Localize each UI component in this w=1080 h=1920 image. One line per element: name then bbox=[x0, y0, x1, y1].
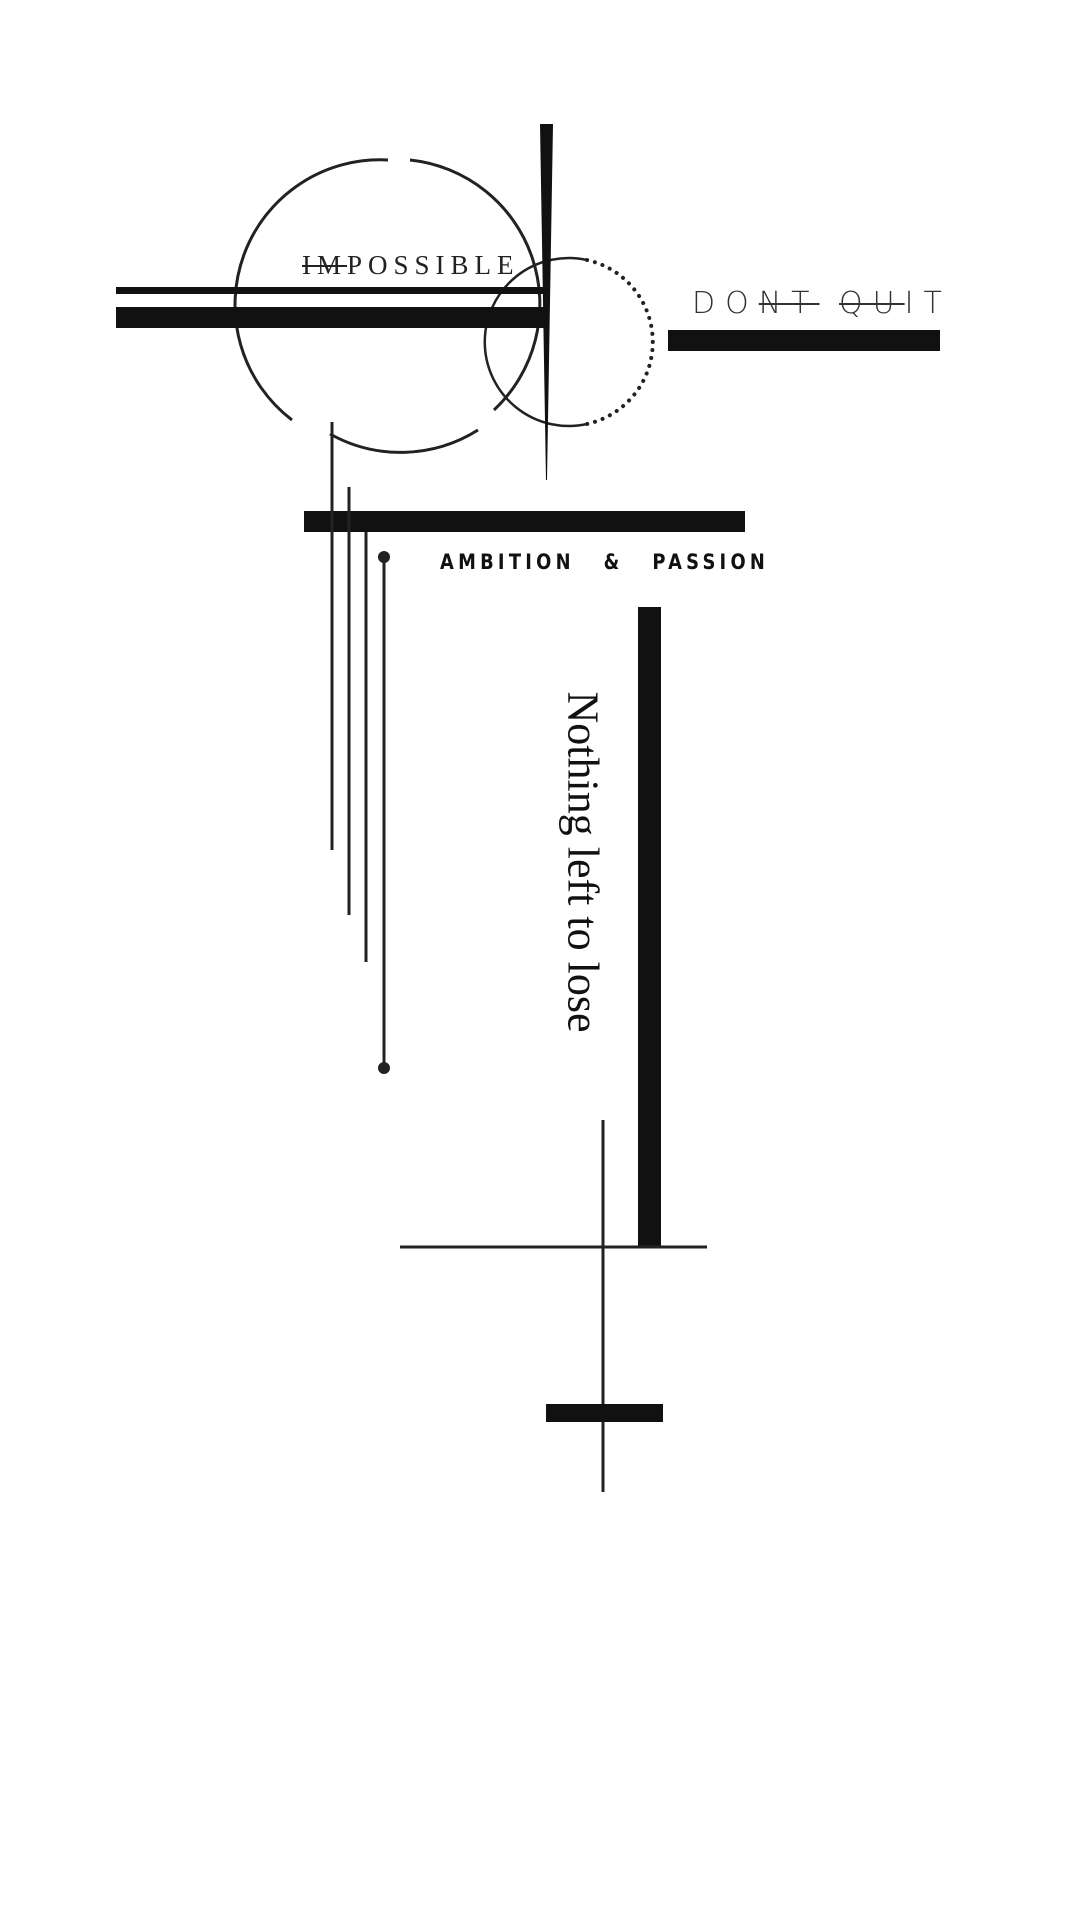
right-thick-bar bbox=[668, 330, 940, 351]
large-circle-arc-top-left bbox=[233, 158, 389, 422]
impossible-struck-prefix: IM bbox=[302, 250, 347, 280]
middle-thick-bar bbox=[304, 511, 745, 532]
dont-struck: NT bbox=[758, 286, 820, 321]
space bbox=[820, 286, 840, 321]
large-circle-arc-top-right bbox=[409, 158, 542, 412]
impossible-text: IMPOSSIBLE bbox=[302, 250, 520, 281]
ampersand: & bbox=[603, 550, 624, 574]
quit-struck: QU bbox=[839, 286, 905, 321]
ambition-word: AMBITION bbox=[440, 550, 575, 574]
left-thin-bar bbox=[116, 287, 544, 294]
small-circle-arc-dotted bbox=[585, 258, 655, 426]
quit-rest: IT bbox=[904, 286, 952, 321]
vertical-spike bbox=[540, 124, 553, 480]
large-circle-arc-bottom bbox=[329, 428, 479, 454]
bottom-short-thick-bar bbox=[546, 1404, 663, 1422]
ambition-passion-text: AMBITION & PASSION bbox=[440, 550, 769, 574]
nothing-left-to-lose-text: Nothing left to lose bbox=[558, 691, 608, 1033]
line-4-bottom-dot bbox=[378, 1062, 390, 1074]
impossible-rest: POSSIBLE bbox=[347, 250, 520, 280]
dont-quit-text: DONT QUIT bbox=[692, 286, 952, 321]
passion-word: PASSION bbox=[652, 550, 770, 574]
dont-part: DO bbox=[692, 286, 759, 321]
left-thick-bar bbox=[116, 307, 544, 328]
right-vertical-thick-bar bbox=[638, 607, 661, 1248]
line-4-top-dot bbox=[378, 551, 390, 563]
